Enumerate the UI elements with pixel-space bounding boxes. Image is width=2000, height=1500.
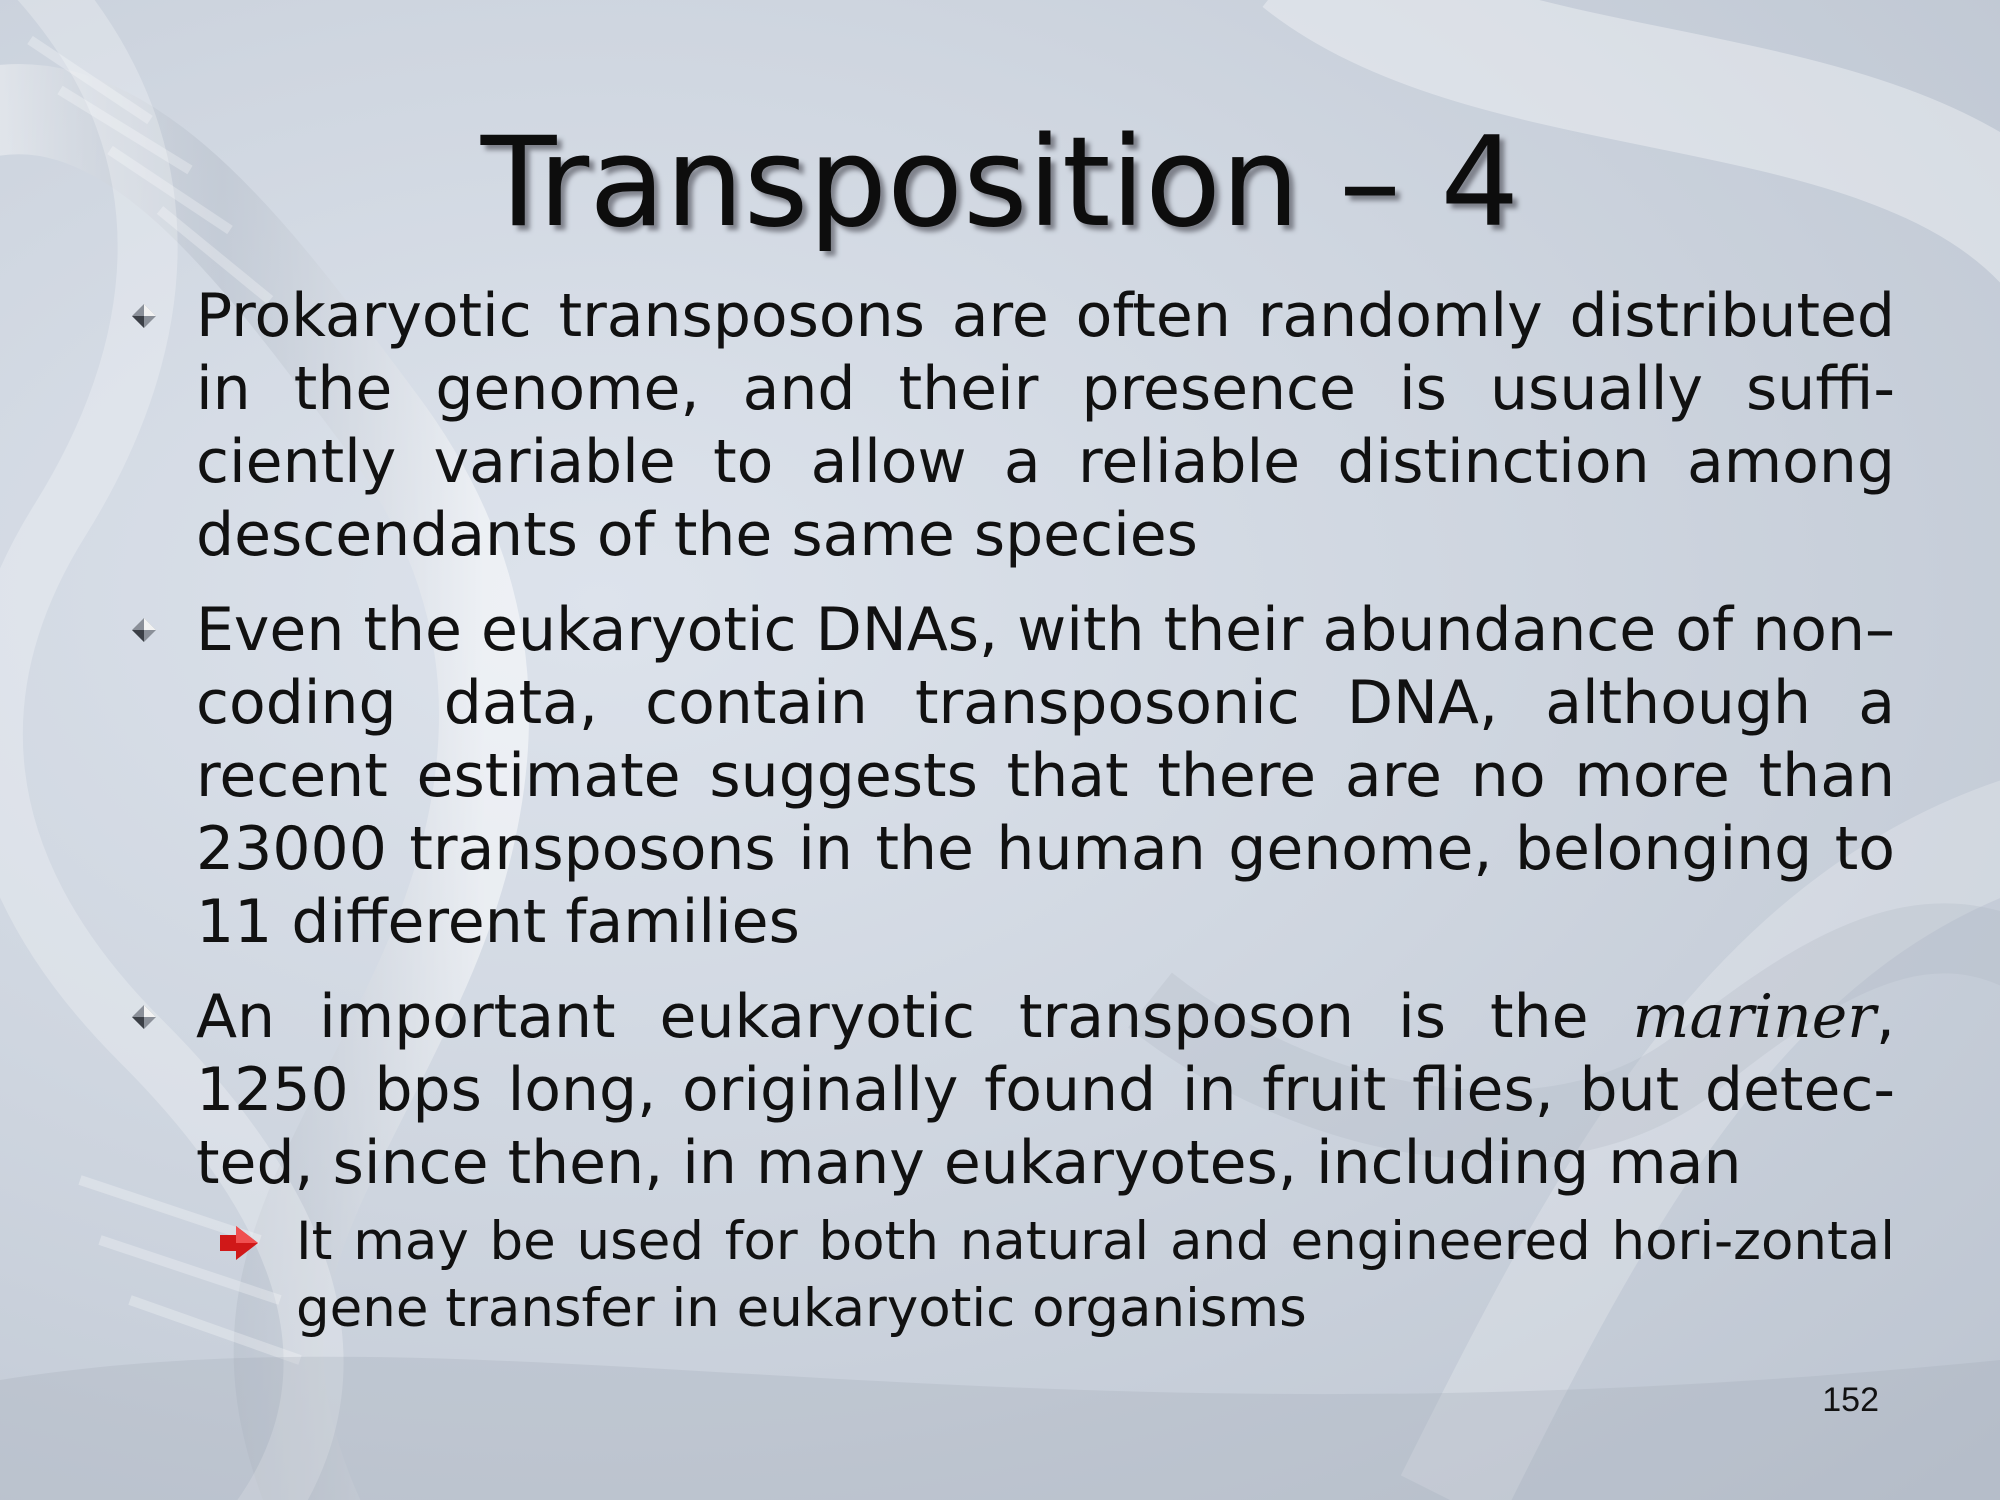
bullet-text: An important eukaryotic transposon is th… [196,981,1895,1200]
bullet-text: Prokaryotic transposons are often random… [196,281,1895,570]
page-number: 152 [1822,1381,1879,1419]
diamond-bullet-icon [132,618,156,642]
sub-bullet-item: It may be used for both natural and engi… [196,1208,1895,1342]
slide-title: Transposition – 4 [480,111,1520,255]
diamond-bullet-icon [132,304,156,328]
bullet-text-before: An important eukaryotic transposon is th… [196,982,1633,1052]
bullet-text-after: , 1250 bps long, originally found in fru… [196,982,1895,1198]
mariner-emphasis: mariner [1632,982,1876,1052]
bullet-item: Prokaryotic transposons are often random… [130,280,1895,572]
bullet-text: Even the eukaryotic DNAs, with their abu… [196,595,1895,957]
bullet-list: Prokaryotic transposons are often random… [130,280,1895,1364]
red-arrow-icon [220,1226,258,1260]
bullet-item: Even the eukaryotic DNAs, with their abu… [130,594,1895,959]
diamond-bullet-icon [132,1005,156,1029]
bullet-item: An important eukaryotic transposon is th… [130,981,1895,1342]
sub-bullet-text: It may be used for both natural and engi… [296,1211,1895,1339]
